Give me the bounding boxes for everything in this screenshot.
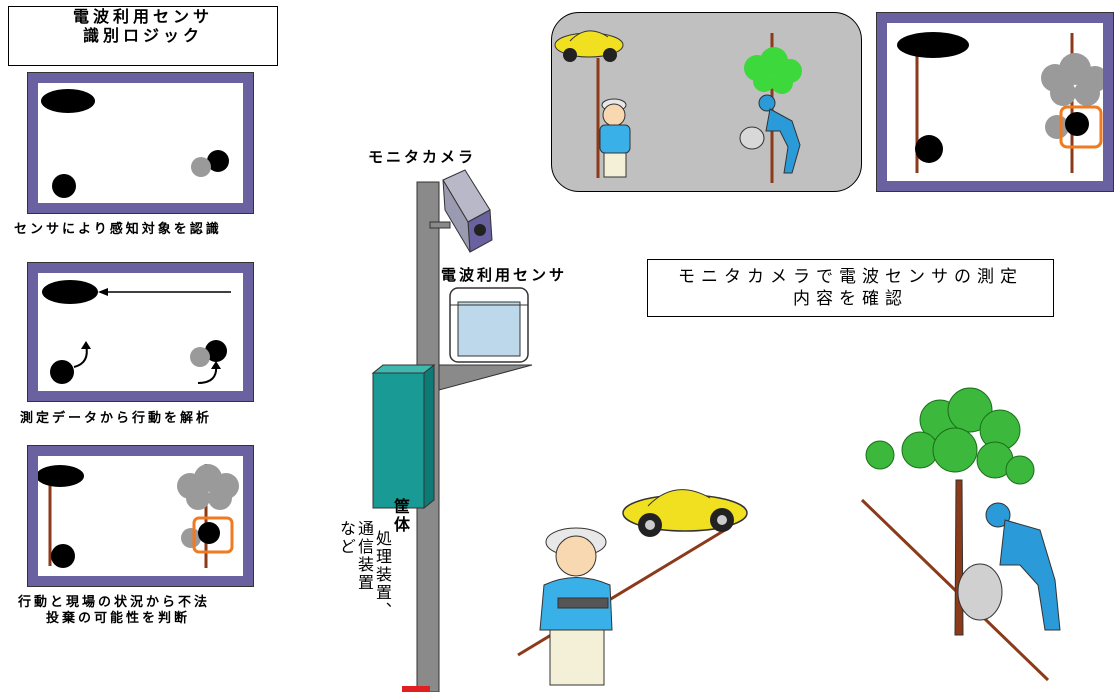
logic-title-box: 電波利用センサ 識別ロジック	[8, 6, 278, 66]
object-shadow-icon	[191, 157, 211, 177]
highlight-box-icon	[192, 516, 234, 554]
step-caption-recognize: センサにより感知対象を認識	[14, 222, 222, 237]
base-marker-icon	[402, 686, 430, 692]
dumping-worker-icon	[739, 94, 801, 174]
step-caption-judge-line1: 行動と現場の状況から不法	[18, 595, 211, 610]
housing-cabinet-icon	[371, 363, 436, 510]
object-blob-icon	[198, 522, 220, 544]
panel-recognize-drawing	[41, 89, 229, 198]
logic-title-line2: 識別ロジック	[82, 26, 203, 45]
pedestrian-icon	[599, 98, 631, 178]
monitor-caption-line2: 内容を確認	[793, 289, 908, 309]
housing-col1: 処理装置、	[373, 530, 392, 620]
person-blob-icon	[915, 135, 943, 163]
step-caption-judge-line2: 投棄の可能性を判断	[46, 611, 191, 626]
person-blob-icon	[50, 360, 74, 384]
logic-panel-analyze	[27, 262, 254, 402]
car-icon	[622, 489, 748, 537]
car-blob-icon	[36, 465, 84, 487]
housing-title: 筐体	[391, 498, 410, 534]
logic-panel-judge	[27, 445, 254, 587]
car-icon	[554, 30, 624, 62]
object-shadow-icon	[181, 528, 201, 548]
person-blob-icon	[52, 174, 76, 198]
sensor-view-panel	[876, 12, 1114, 192]
camera-view-panel	[551, 12, 862, 192]
car-blob-icon	[897, 32, 969, 58]
pedestrian-icon	[539, 527, 613, 686]
housing-col2: 通信装置	[355, 520, 374, 592]
tree-canopy-icon	[177, 464, 239, 510]
logic-panel-recognize	[27, 72, 254, 214]
radio-sensor-label: 電波利用センサ	[441, 266, 568, 284]
monitor-camera-icon	[429, 169, 493, 253]
monitor-camera-label: モニタカメラ	[368, 148, 477, 166]
car-blob-icon	[42, 280, 98, 304]
dumping-worker-icon	[957, 502, 1061, 631]
sensor-view-drawing	[897, 32, 1108, 173]
tree-icon	[865, 387, 1035, 636]
panel-judge-drawing	[36, 464, 239, 568]
car-blob-icon	[41, 89, 95, 113]
tree-canopy-icon	[744, 47, 802, 94]
object-blob-icon	[1065, 112, 1089, 136]
person-blob-icon	[51, 544, 75, 568]
highlight-box-icon	[1059, 105, 1103, 149]
monitor-caption-box: モニタカメラで電波センサの測定 内容を確認	[647, 259, 1054, 317]
tree-canopy-icon	[1041, 53, 1108, 106]
object-shadow-icon	[1045, 115, 1069, 139]
object-blob-icon	[207, 150, 229, 172]
step-caption-analyze: 測定データから行動を解析	[20, 411, 213, 426]
sensor-pole-drawing	[371, 169, 533, 692]
object-blob-icon	[205, 340, 227, 362]
object-shadow-icon	[190, 347, 210, 367]
logic-title-line1: 電波利用センサ	[72, 7, 213, 26]
street-scene-drawing	[517, 387, 1061, 686]
housing-col3: など	[337, 520, 356, 556]
monitor-caption-line1: モニタカメラで電波センサの測定	[678, 267, 1023, 287]
panel-analyze-drawing	[42, 280, 231, 384]
radio-sensor-icon	[438, 287, 533, 391]
camera-view-drawing	[554, 30, 802, 183]
